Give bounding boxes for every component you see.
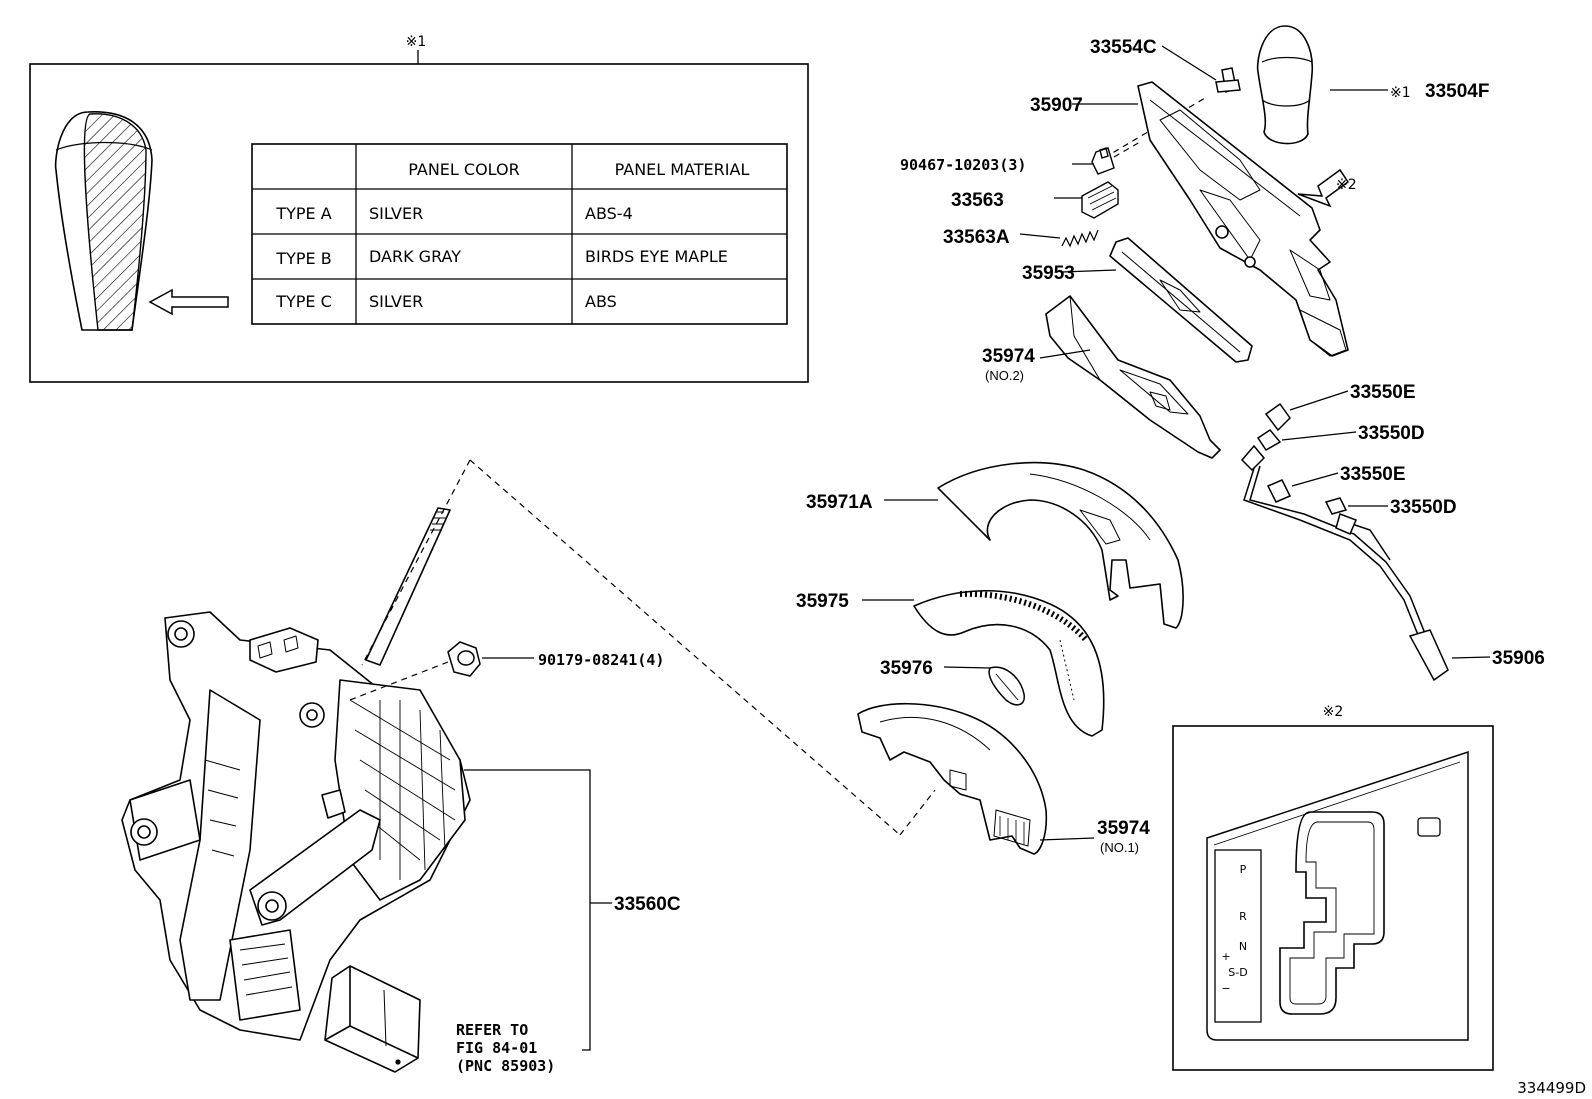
label-35974-no2-sub: (NO.2) [985,368,1024,383]
label-33550E-2: 33550E [1340,464,1406,485]
table-header-panel-color: PANEL COLOR [408,160,519,179]
gate-label-p: P [1240,863,1247,876]
wire-harness-35906 [1240,444,1449,682]
label-35974-no1-sub: (NO.1) [1100,840,1139,855]
refer-line3: (PNC 85903) [456,1057,555,1075]
bushing-90467 [1091,147,1115,175]
refer-line1: REFER TO [456,1021,528,1039]
indicator-scale-35975 [913,589,1105,737]
bulb-33550D-1 [1256,429,1282,451]
inset1-note: ※1 [406,34,427,50]
part-labels: 33554C 35907 ※1 33504F ※2 90467-10203(3)… [456,37,1586,1097]
label-35976: 35976 [880,658,933,679]
shift-knob-panel-illustration [54,111,153,331]
label-35907: 35907 [1030,95,1083,116]
bulb-33550D-2 [1324,497,1348,515]
table-cell-color: SILVER [369,204,423,223]
table-header-panel-material: PANEL MATERIAL [615,160,750,179]
label-90179: 90179-08241(4) [538,651,664,669]
label-33563A: 33563A [943,227,1010,248]
label-view-note: ※2 [1336,177,1357,193]
label-35974-no2: 35974 [982,346,1035,367]
gate-label-n: N [1239,940,1247,953]
panel-type-table: PANEL COLOR PANEL MATERIAL TYPE A SILVER… [251,143,788,325]
label-33554C: 33554C [1090,37,1157,58]
table-cell-color: DARK GRAY [369,247,461,266]
label-35971A: 35971A [806,492,873,513]
clip-33554C [1215,67,1241,94]
label-90467: 90467-10203(3) [900,156,1026,174]
label-33560C: 33560C [614,894,681,915]
label-33504F: 33504F [1425,81,1489,102]
plate-35953 [1109,237,1253,363]
table-cell-type: TYPE C [275,292,332,311]
inset1-frame [29,63,809,383]
view-arrow-icon [1297,168,1350,208]
indicator-housing-35907 [1137,81,1349,357]
shift-lever-assembly [121,507,471,1041]
label-33563: 33563 [951,190,1004,211]
gate-slot [1279,811,1385,1015]
catalog-id: 334499D [1517,1079,1586,1097]
table-cell-material: ABS [585,292,617,311]
label-35953: 35953 [1022,263,1075,284]
table-cell-type: TYPE A [275,204,331,223]
label-33550D-2: 33550D [1390,497,1457,518]
label-35906: 35906 [1492,648,1545,669]
table-cell-material: ABS-4 [585,204,633,223]
gate-label-r: R [1239,910,1247,923]
inset-shift-gate: ※2 P R N + S-D − [1172,704,1494,1071]
spring-33563A [1061,229,1099,248]
cover-35971A [937,461,1184,629]
table-cell-material: BIRDS EYE MAPLE [585,247,728,266]
bezel-35974-no2 [1045,295,1221,459]
inset-panel-types: ※1 PANEL COLOR PANEL MATERIAL TYPE A SIL… [29,34,809,383]
refer-line2: FIG 84-01 [456,1039,537,1057]
gate-indicator-strip [1214,849,1262,1023]
bulb-33550E-1 [1264,402,1291,432]
leader-lines [464,45,1491,1051]
nut-90179 [447,641,481,677]
table-cell-type: TYPE B [275,249,331,268]
label-35974-no1: 35974 [1097,818,1150,839]
label-33550E-1: 33550E [1350,382,1416,403]
control-module-85903 [324,965,421,1073]
gate-button [1417,817,1441,837]
label-33550D-1: 33550D [1358,423,1425,444]
shift-knob-33504F [1256,25,1314,145]
bezel-35974-no1 [857,702,1048,855]
gate-label-plus: + [1221,950,1230,963]
disc-35976 [988,666,1025,706]
gate-label-sd: S-D [1228,966,1247,979]
gate-label-minus: − [1221,982,1230,995]
left-arrow-icon [148,288,229,316]
table-cell-color: SILVER [369,292,423,311]
inset2-note: ※2 [1323,704,1344,720]
label-33504F-note: ※1 [1390,85,1411,101]
label-35975: 35975 [796,591,849,612]
bulb-33550E-2 [1266,479,1292,503]
inset2-frame [1172,725,1494,1071]
block-33563 [1081,181,1119,219]
